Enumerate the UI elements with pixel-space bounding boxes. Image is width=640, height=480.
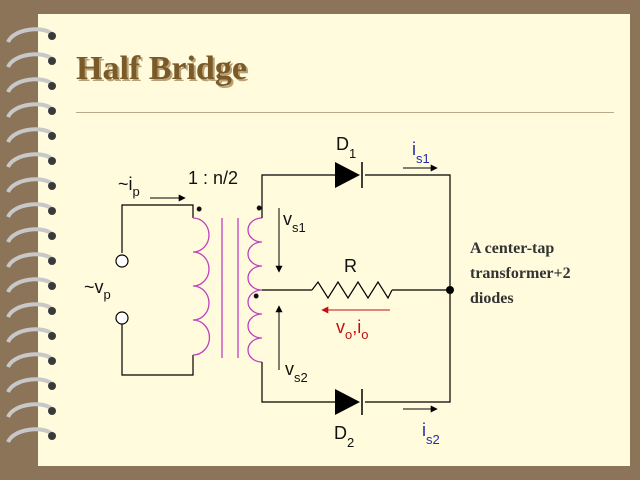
binding-ring [6, 102, 54, 119]
binding-ring [6, 152, 54, 169]
binding-ring [6, 302, 54, 319]
slide-title: Half Bridge [76, 50, 247, 87]
polarity-dot-secondary-top: • [256, 198, 262, 218]
output-node [446, 286, 454, 294]
binding-hole [48, 107, 56, 115]
note-line-1: A center-tap [470, 240, 555, 257]
binding-ring [6, 127, 54, 144]
binding-ring [6, 202, 54, 219]
binding-ring [6, 402, 54, 419]
binding-hole [48, 407, 56, 415]
circuit-note: A center-tap transformer+2 diodes [470, 236, 571, 311]
binding-ring [6, 77, 54, 94]
binding-hole [48, 382, 56, 390]
binding-hole [48, 132, 56, 140]
binding-ring [6, 327, 54, 344]
source-terminal-top [115, 254, 129, 268]
binding-hole [48, 332, 56, 340]
label-vp: ~vp [84, 277, 111, 302]
binding-ring [6, 52, 54, 69]
label-vs1: vs1 [283, 209, 306, 235]
binding-hole [48, 207, 56, 215]
label-is2: is2 [422, 420, 440, 447]
binding-hole [48, 307, 56, 315]
label-is1: is1 [412, 139, 430, 166]
resistor-r [311, 280, 393, 300]
note-line-2: transformer+2 [470, 265, 571, 282]
label-turns-ratio: 1 : n/2 [188, 168, 238, 188]
binding-hole [48, 232, 56, 240]
binding-ring [6, 252, 54, 269]
binding-hole [48, 282, 56, 290]
spiral-binding [6, 27, 56, 444]
diode-d1 [335, 162, 363, 188]
binding-ring [6, 427, 54, 444]
binding-ring [6, 377, 54, 394]
binding-hole [48, 57, 56, 65]
binding-hole [48, 157, 56, 165]
binding-ring [6, 227, 54, 244]
primary-coil [192, 217, 211, 356]
binding-hole [48, 257, 56, 265]
binding-ring [6, 27, 54, 44]
binding-hole [48, 182, 56, 190]
title-divider [76, 112, 614, 113]
polarity-dot-center-tap: • [253, 286, 259, 306]
binding-ring [6, 177, 54, 194]
label-vo-io: vo,io [336, 317, 368, 342]
label-vs2: vs2 [285, 359, 308, 385]
diode-d2 [335, 389, 363, 415]
binding-hole [48, 432, 56, 440]
binding-hole [48, 32, 56, 40]
binding-hole [48, 357, 56, 365]
binding-ring [6, 277, 54, 294]
polarity-dot-primary: • [196, 199, 202, 219]
source-terminal-bottom [115, 311, 129, 325]
slide-page [38, 14, 630, 466]
label-d1: D1 [336, 134, 356, 161]
label-resistor: R [344, 256, 357, 276]
primary-wiring [121, 204, 194, 376]
label-d2: D2 [334, 423, 354, 450]
binding-ring [6, 352, 54, 369]
binding-hole [48, 82, 56, 90]
note-line-3: diodes [470, 290, 514, 307]
label-ip: ~ip [118, 174, 140, 199]
